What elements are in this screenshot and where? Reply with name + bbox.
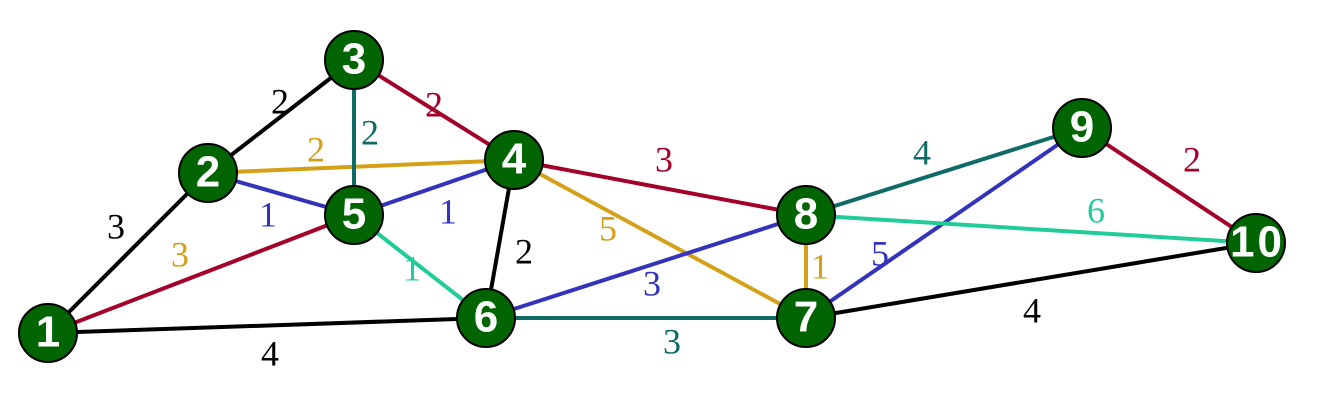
node-label-7: 7 [794,293,818,342]
edge-weight-8-10: 6 [1087,190,1105,230]
node-9: 9 [1052,98,1112,158]
node-circle-4 [484,130,544,190]
edge-weight-7-8: 1 [811,246,829,286]
node-label-2: 2 [196,148,220,197]
node-10: 10 [1226,213,1286,273]
node-2: 2 [178,143,238,203]
edge-weight-4-5: 1 [439,191,457,231]
edge-1-5 [47,213,355,335]
node-4: 4 [484,130,544,190]
edge-weight-7-9: 5 [871,233,889,273]
edge-weight-1-5: 3 [171,234,189,274]
edge-8-10 [805,213,1257,245]
edge-weight-1-6: 4 [261,333,279,373]
edge-weight-3-5: 2 [361,112,379,152]
node-3: 3 [324,30,384,90]
node-circle-8 [776,185,836,245]
edge-1-6 [47,316,487,335]
node-circle-3 [324,30,384,90]
edge-3-4 [352,58,516,162]
edge-weight-4-6: 2 [515,231,533,271]
node-circle-9 [1052,98,1112,158]
edge-weight-3-4: 2 [425,84,443,124]
node-circle-1 [18,303,78,363]
edge-weight-2-4: 2 [307,129,325,169]
edge-4-8 [513,158,807,217]
edge-weight-1-2: 3 [107,206,125,246]
edge-1-2 [46,171,210,335]
edge-6-8 [485,213,807,320]
edge-weight-5-6: 1 [403,248,421,288]
edge-weight-8-9: 4 [913,132,931,172]
node-6: 6 [456,288,516,348]
edge-2-4 [207,158,515,175]
edge-weight-6-8: 3 [643,263,661,303]
node-circle-2 [178,143,238,203]
edge-weight-4-8: 3 [655,139,673,179]
node-8: 8 [776,185,836,245]
node-circle-6 [456,288,516,348]
node-label-3: 3 [342,35,366,84]
node-label-4: 4 [502,135,527,184]
edge-weight-4-7: 5 [599,208,617,248]
edge-weight-6-7: 3 [663,321,681,361]
edge-weight-2-3: 2 [271,81,289,121]
edge-weight-9-10: 2 [1183,139,1201,179]
edge-7-10 [805,241,1257,320]
edge-weight-2-5: 1 [259,194,277,234]
node-label-1: 1 [36,308,60,357]
node-1: 1 [18,303,78,363]
node-label-5: 5 [342,190,366,239]
node-circle-5 [324,185,384,245]
node-7: 7 [776,288,836,348]
edge-weight-7-10: 4 [1023,290,1041,330]
edge-2-3 [206,58,356,175]
node-label-9: 9 [1070,103,1094,152]
edge-8-9 [805,126,1083,217]
edge-9-10 [1080,126,1258,245]
node-circle-7 [776,288,836,348]
edge-4-7 [513,158,807,320]
node-circle-10 [1226,213,1286,273]
node-label-8: 8 [794,190,818,239]
node-5: 5 [324,185,384,245]
node-label-6: 6 [474,293,498,342]
